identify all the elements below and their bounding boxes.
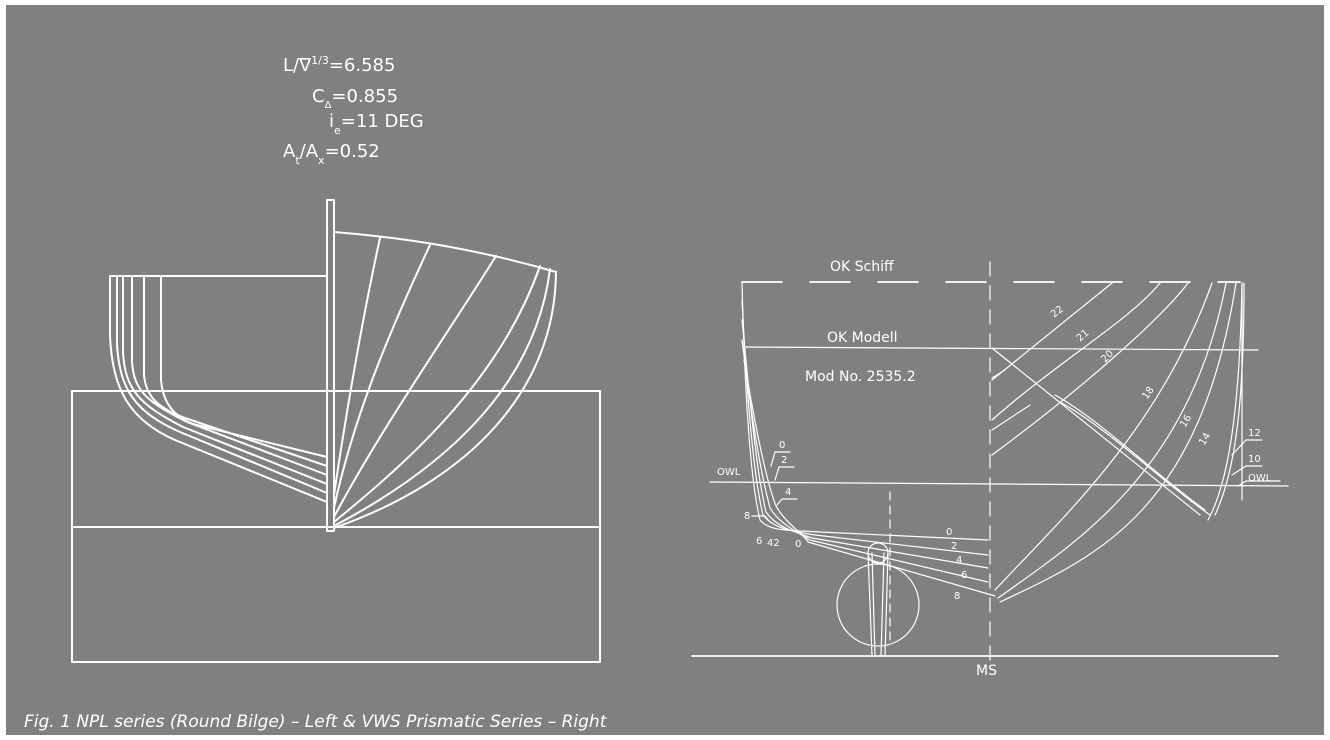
vws-fore-section-10 <box>1214 282 1245 516</box>
vws-diagonal-2 <box>1054 394 1206 511</box>
owl-right-label: OWL <box>1248 473 1272 484</box>
npl-fore-section-4 <box>333 255 497 518</box>
aft-station-label: 2 <box>781 455 787 466</box>
fwd-station-label: 14 <box>1197 431 1213 448</box>
npl-lower-box <box>71 526 601 663</box>
owl-left-label: OWL <box>717 467 741 478</box>
vws-fore-section-16 <box>997 282 1227 599</box>
figure-background: L/∇1/3=6.585 CΔ=0.855 ie=11 DEG At/Ax=0.… <box>6 5 1324 735</box>
bottom-station-label: 6 <box>961 570 967 581</box>
npl-parameters: L/∇1/3=6.585 CΔ=0.855 ie=11 DEG At/Ax=0.… <box>283 54 424 167</box>
vws-hatch-2 <box>991 404 1031 431</box>
npl-aft-section-1 <box>109 275 328 503</box>
npl-fore-section-5 <box>333 244 431 509</box>
bottom-station-label: 4 <box>956 555 962 566</box>
figure-caption: Fig. 1 NPL series (Round Bilge) – Left &… <box>24 712 607 732</box>
leader-aft-4 <box>776 498 798 506</box>
vws-body-plan <box>691 261 1289 665</box>
npl-aft-section-2 <box>116 275 328 494</box>
leader-aft-2 <box>774 466 795 481</box>
vws-fore-section-21 <box>991 282 1161 421</box>
ok-schiff-label: OK Schiff <box>830 259 894 275</box>
vws-labels: OK Schiff OK Modell Mod No. 2535.2 OWL O… <box>717 259 1272 679</box>
npl-fore-section-2 <box>333 268 551 527</box>
leader-fwd-10 <box>1231 465 1263 476</box>
leader-aft-8 <box>751 515 771 523</box>
vws-aft-section-8 <box>743 359 996 597</box>
leader-aft-0 <box>770 451 791 467</box>
propeller-shaft <box>867 552 889 657</box>
vws-aft-section-6 <box>741 339 989 583</box>
param-c-delta: CΔ=0.855 <box>312 86 398 111</box>
ms-label: MS <box>976 663 997 679</box>
npl-fore-section-3 <box>333 265 541 523</box>
aft-station-label: 4 <box>785 487 791 498</box>
vws-fore-section-18 <box>994 282 1213 591</box>
npl-sheer-line <box>333 231 557 273</box>
param-length-displacement: L/∇1/3=6.585 <box>283 54 395 76</box>
npl-upper-box <box>71 390 601 528</box>
vws-fore-section-20 <box>991 282 1189 456</box>
aft-station-label: 42 <box>767 538 780 549</box>
vws-hatch-1 <box>991 369 1006 379</box>
propeller-disc <box>836 563 920 647</box>
vws-fore-section-22 <box>991 282 1113 381</box>
propeller-hub <box>867 542 889 564</box>
aft-station-label: 0 <box>779 440 785 451</box>
npl-aft-section-6 <box>160 275 328 458</box>
leader-owl-right <box>1237 480 1281 487</box>
vws-fore-section-14 <box>999 282 1237 603</box>
fwd-station-label: 10 <box>1248 454 1261 465</box>
hull-lines-drawing: L/∇1/3=6.585 CΔ=0.855 ie=11 DEG At/Ax=0.… <box>71 54 1289 679</box>
param-entrance-angle: ie=11 DEG <box>329 111 424 137</box>
fwd-station-label: 18 <box>1140 385 1156 402</box>
vws-diagonal-1 <box>991 347 1201 516</box>
aft-station-label: 8 <box>744 511 750 522</box>
fwd-station-label: 20 <box>1099 348 1116 365</box>
bottom-station-label: 8 <box>954 591 960 602</box>
fwd-station-label: 12 <box>1248 428 1261 439</box>
vws-fore-section-12 <box>1207 282 1243 521</box>
npl-fore-section-6 <box>333 237 381 496</box>
vws-aft-section-4 <box>741 319 989 569</box>
fwd-station-label: 22 <box>1049 304 1066 321</box>
aft-station-label: 0 <box>795 539 801 550</box>
ok-modell-label: OK Modell <box>827 330 898 346</box>
param-transom-area-ratio: At/Ax=0.52 <box>283 141 380 167</box>
owl-line <box>709 481 1289 487</box>
leader-fwd-12 <box>1231 439 1263 456</box>
npl-centreline-post <box>326 199 335 532</box>
bottom-station-label: 0 <box>946 527 952 538</box>
npl-aft-section-5 <box>143 275 328 467</box>
npl-aft-section-3 <box>122 275 328 485</box>
npl-body-plan <box>71 199 601 663</box>
vws-aft-section-0 <box>741 281 989 541</box>
ok-modell-line <box>745 346 1259 351</box>
npl-fore-section-1 <box>333 271 557 529</box>
fwd-station-label: 21 <box>1075 328 1092 345</box>
aft-station-label: 6 <box>756 536 762 547</box>
model-number-label: Mod No. 2535.2 <box>805 369 916 385</box>
propeller <box>836 491 920 657</box>
bottom-station-label: 2 <box>951 541 957 552</box>
vws-diagonal-3 <box>1059 401 1211 516</box>
